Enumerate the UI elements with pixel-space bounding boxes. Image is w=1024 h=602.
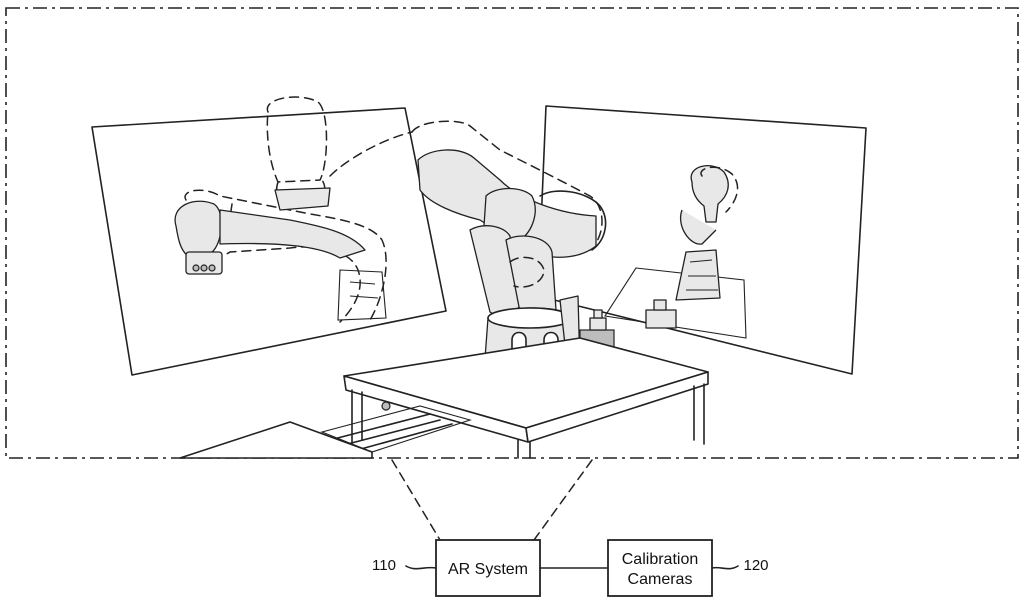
ar-view-boundary — [5, 7, 1019, 459]
left-virtual-panel — [91, 96, 447, 376]
ref-110-label: 110 — [372, 557, 396, 574]
block-calibration-cameras: Calibration Cameras — [607, 539, 713, 597]
ref-120-label: 120 — [743, 557, 768, 574]
work-table — [320, 337, 709, 459]
projection-line-right — [533, 459, 593, 541]
calibration-label-line1: Calibration — [622, 551, 698, 568]
calibration-label-line2: Cameras — [628, 571, 693, 588]
ref-120: 120 — [711, 557, 769, 574]
ref-110: 110 — [372, 557, 437, 574]
foreground-surface — [179, 421, 373, 459]
ar-system-label: AR System — [448, 561, 528, 578]
left-panel-gripper — [174, 187, 366, 275]
block-ar-system: AR System — [435, 539, 541, 597]
projection-line-left — [391, 459, 441, 541]
